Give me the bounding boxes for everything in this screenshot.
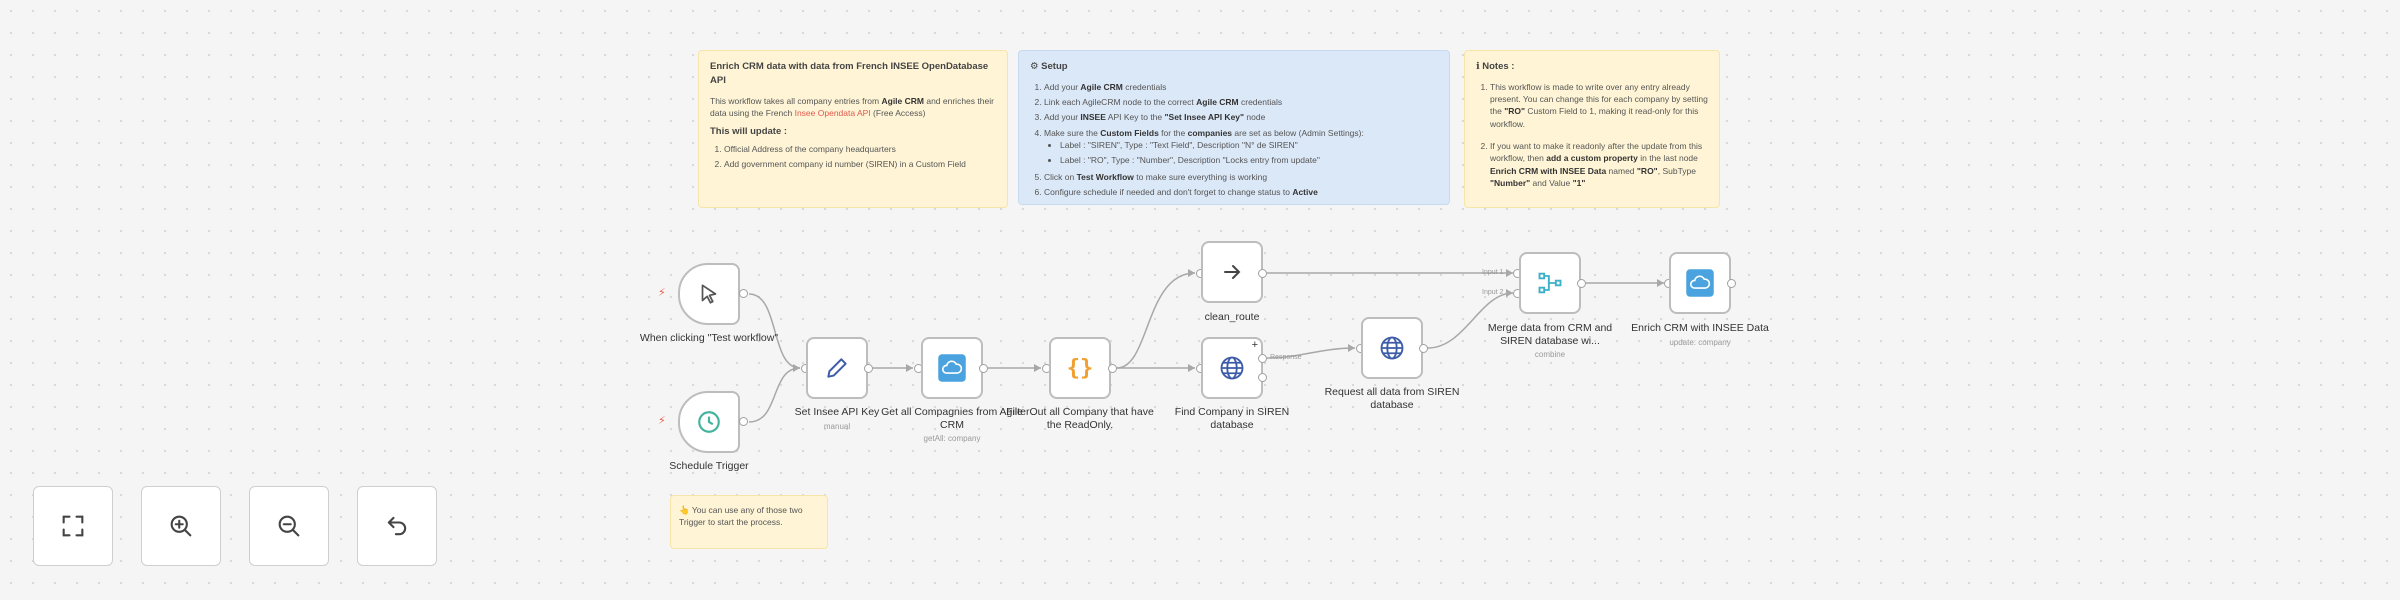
fit-view-icon [62, 515, 84, 537]
cursor-click-icon [701, 284, 717, 304]
arrowhead [906, 364, 913, 372]
trigger-bolt-icon: ⚡ [658, 287, 666, 299]
arrowhead [793, 364, 800, 372]
node-label: Request all data from SIREN database [1324, 386, 1460, 411]
node-clean-route[interactable] [1201, 241, 1263, 303]
globe-icon [1380, 336, 1404, 360]
note-title: ⚙ Setup [1030, 61, 1068, 72]
list-item: Add government company id number (SIREN)… [724, 158, 996, 170]
output-handle[interactable] [864, 364, 873, 373]
output-handle[interactable] [1258, 269, 1267, 278]
globe-icon [1220, 356, 1244, 380]
output-handle[interactable] [1419, 344, 1428, 353]
list-item: Label : "SIREN", Type : "Text Field", De… [1060, 139, 1438, 151]
node-label: Schedule Trigger [669, 460, 749, 472]
pointing-hand-icon: 👆 [679, 505, 690, 515]
arrow-right-icon [1224, 265, 1241, 279]
fit-view-button[interactable] [33, 486, 113, 566]
code-braces-icon: {} [1066, 355, 1094, 381]
note-description: This workflow takes all company entries … [710, 95, 994, 118]
list-item: Link each AgileCRM node to the correct A… [1044, 96, 1438, 108]
node-get-all-companies[interactable] [921, 337, 983, 399]
zoom-out-icon [278, 515, 300, 537]
node-enrich-crm[interactable] [1669, 252, 1731, 314]
output-handle[interactable] [1108, 364, 1117, 373]
zoom-in-button[interactable] [141, 486, 221, 566]
merge-icon [1538, 272, 1562, 294]
node-manual-trigger[interactable] [678, 263, 740, 325]
list-item: This workflow is made to write over any … [1490, 81, 1708, 130]
list-item: Configure schedule if needed and don't f… [1044, 186, 1438, 198]
arrowhead [1506, 269, 1513, 277]
list-item: Add your INSEE API Key to the "Set Insee… [1044, 111, 1438, 123]
list-item: Label : "RO", Type : "Number", Descripti… [1060, 154, 1438, 166]
node-find-company-siren[interactable]: + [1201, 337, 1263, 399]
pencil-icon [827, 358, 847, 378]
node-filter-readonly[interactable]: {} [1049, 337, 1111, 399]
arrowhead [1657, 279, 1664, 287]
list-item: Official Address of the company headquar… [724, 143, 996, 155]
node-label: clean_route [1204, 311, 1260, 323]
sticky-note-notes: ℹ Notes : This workflow is made to write… [1464, 50, 1720, 208]
input-label: Input 1 [1482, 269, 1504, 276]
node-label: FilterOut all Company that have the Read… [1006, 406, 1154, 431]
list-item: Make sure the Custom Fields for the comp… [1044, 127, 1438, 167]
sticky-note-setup: ⚙ Setup Add your Agile CRM credentials L… [1018, 50, 1450, 205]
info-icon: ℹ [1476, 61, 1480, 72]
arrowhead [1034, 364, 1041, 372]
note-update-title: This will update : [710, 126, 788, 138]
output-label: Response [1270, 354, 1302, 361]
note-title: ℹ Notes : [1476, 61, 1515, 72]
undo-icon [387, 516, 407, 536]
output-handle-error[interactable] [1258, 373, 1267, 382]
clock-icon [698, 411, 720, 433]
list-item: Click on Test Workflow to make sure ever… [1044, 171, 1438, 183]
trigger-bolt-icon: ⚡ [658, 415, 666, 427]
output-handle-response[interactable] [1258, 354, 1267, 363]
node-set-insee-api-key[interactable] [806, 337, 868, 399]
output-handle[interactable] [1727, 279, 1736, 288]
output-handle[interactable] [739, 417, 748, 426]
zoom-in-icon [170, 515, 192, 537]
agile-crm-cloud-icon [938, 354, 966, 382]
reset-zoom-button[interactable] [357, 486, 437, 566]
arrowhead [1506, 289, 1513, 297]
output-handle[interactable] [739, 289, 748, 298]
output-handle[interactable] [1577, 279, 1586, 288]
node-request-siren-data[interactable] [1361, 317, 1423, 379]
arrowhead [1348, 344, 1355, 352]
node-merge-data[interactable] [1519, 252, 1581, 314]
arrowhead [1188, 364, 1195, 372]
sticky-note-trigger-hint: 👆 You can use any of those two Trigger t… [670, 495, 828, 549]
gear-icon: ⚙ [1030, 61, 1039, 72]
add-branch-icon[interactable]: + [1251, 339, 1258, 351]
zoom-out-button[interactable] [249, 486, 329, 566]
list-item: Add your Agile CRM credentials [1044, 81, 1438, 93]
sticky-note-description: Enrich CRM data with data from French IN… [698, 50, 1008, 208]
agile-crm-cloud-icon [1686, 269, 1714, 297]
output-handle[interactable] [979, 364, 988, 373]
node-label: When clicking "Test workflow" [639, 332, 779, 344]
note-title: Enrich CRM data with data from French IN… [710, 61, 989, 86]
node-schedule-trigger[interactable] [678, 391, 740, 453]
arrowhead [1188, 269, 1195, 277]
list-item: If you want to make it readonly after th… [1490, 140, 1708, 189]
node-label: Find Company in SIREN database [1174, 406, 1290, 431]
connection [748, 293, 801, 369]
node-label: Merge data from CRM and SIREN database w… [1487, 322, 1613, 360]
insee-link[interactable]: Insee Opendata API [794, 107, 871, 118]
input-label: Input 2 [1482, 289, 1504, 296]
